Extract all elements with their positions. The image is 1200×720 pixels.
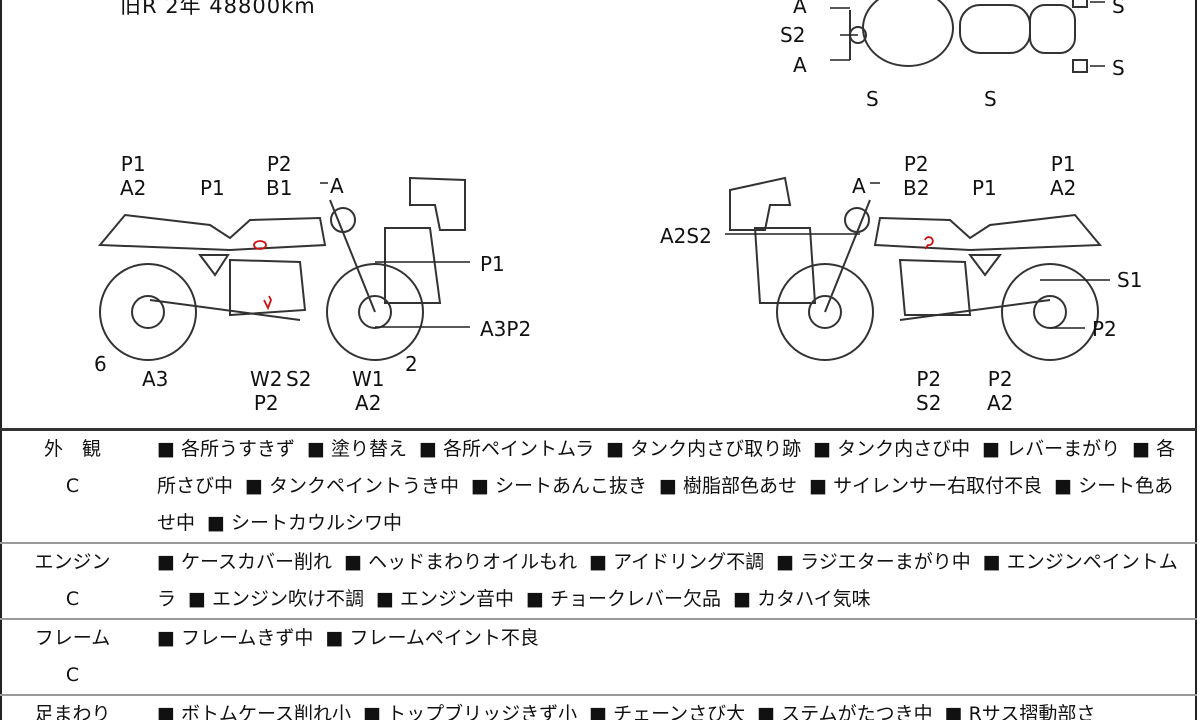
condition-item: ■ 各所さび中 <box>157 438 1176 497</box>
label: P2 B1 <box>266 152 293 200</box>
condition-item: ■ エンジンペイントムラ <box>157 551 1178 610</box>
condition-item: ■ シートカウルシワ中 <box>207 512 403 534</box>
condition-item: ■ フレームきず中 <box>157 627 314 649</box>
label: A <box>793 0 807 18</box>
label: A <box>330 174 344 198</box>
condition-item: ■ ボトムケース削れ小 <box>157 703 352 720</box>
condition-item: ■ 各所うすきず <box>157 438 296 460</box>
condition-item: ■ 各所ペイントムラ <box>419 438 595 460</box>
damage-marks <box>253 236 934 311</box>
item-list: ■ ケースカバー削れ ■ ヘッドまわりオイルもれ ■ アイドリング不調 ■ ラジエター… <box>145 544 1197 618</box>
condition-item: ■ ステムがたつき中 <box>757 703 933 720</box>
condition-item: ■ アイドリング不調 <box>589 551 765 573</box>
label: S1 <box>1117 268 1143 292</box>
label: P1 A2 <box>1050 152 1077 200</box>
label: P2 A2 <box>987 367 1014 415</box>
label: 6 <box>94 352 107 376</box>
label: P1 <box>200 176 225 200</box>
label: A <box>793 53 807 77</box>
condition-item: ■ エンジン音中 <box>376 588 515 610</box>
label: A2S2 <box>660 224 712 248</box>
label: P2 <box>1092 317 1117 341</box>
label: P2 B2 <box>903 152 930 200</box>
condition-item: ■ シートあんこ抜き <box>471 475 648 497</box>
left-side-diagram <box>97 176 466 361</box>
condition-item: ■ タンク内さび中 <box>813 438 971 460</box>
motorcycle-diagrams <box>97 0 1110 361</box>
item-list: ■ ボトムケース削れ小 ■ トップブリッジきず小 ■ チェーンさび大 ■ ステムがたつ… <box>145 696 1197 720</box>
label: S <box>1112 56 1125 80</box>
summary-text: 旧R 2年 48800km <box>120 0 316 18</box>
label: A3 <box>142 367 169 391</box>
condition-item: ■ レバーまがり <box>982 438 1121 460</box>
top-view-diagram <box>849 0 1088 73</box>
condition-item: ■ ヘッドまわりオイルもれ <box>344 551 578 573</box>
category-label: 足まわり <box>34 703 111 720</box>
condition-item: ■ ケースカバー削れ <box>157 551 333 573</box>
condition-item: ■ カタハイ気味 <box>733 588 871 610</box>
label: P1 <box>480 252 505 276</box>
condition-item: ■ タンクペイントうき中 <box>245 475 460 497</box>
label: S <box>866 87 879 111</box>
right-side-diagram <box>729 176 1103 361</box>
condition-item: ■ チェーンさび大 <box>589 703 746 720</box>
condition-row: 足まわり ■ ボトムケース削れ小 ■ トップブリッジきず小 ■ チェーンさび大 ■ ステ… <box>0 696 1197 720</box>
condition-item: ■ シート色あせ中 <box>157 475 1174 534</box>
leader-lines <box>320 1 1110 329</box>
item-list: ■ 各所うすきず ■ 塗り替え ■ 各所ペイントムラ ■ タンク内さび取り跡 ■ タンク… <box>145 431 1197 542</box>
label: A3P2 <box>480 317 532 341</box>
item-list: ■ フレームきず中 ■ フレームペイント不良 <box>145 620 1197 694</box>
label: A <box>852 174 866 198</box>
condition-item: ■ タンク内さび取り跡 <box>606 438 802 460</box>
label: S <box>1112 0 1125 18</box>
condition-row: フレーム C ■ フレームきず中 ■ フレームペイント不良 <box>0 620 1197 696</box>
label: P1 <box>972 176 997 200</box>
condition-item: ■ フレームペイント不良 <box>325 627 539 649</box>
category-label: フレーム <box>34 627 111 649</box>
label: S2 <box>286 367 312 391</box>
condition-item: ■ 塗り替え <box>307 438 408 460</box>
condition-item: ■ トップブリッジきず小 <box>363 703 578 720</box>
label: 2 <box>405 352 418 376</box>
label: W2 P2 <box>250 367 283 415</box>
label: S2 <box>780 23 806 47</box>
condition-item: ■ 樹脂部色あせ <box>659 475 798 497</box>
category-label: エンジン <box>34 551 111 573</box>
condition-item: ■ Rサス摺動部さ <box>944 703 1096 720</box>
condition-item: ■ エンジン吹け不調 <box>188 588 365 610</box>
grade: C <box>65 664 80 686</box>
condition-item: ■ チョークレバー欠品 <box>526 588 722 610</box>
label: P2 S2 <box>916 367 942 415</box>
condition-item: ■ サイレンサー右取付不良 <box>809 475 1043 497</box>
category-label: 外 観 <box>43 438 101 460</box>
label: S <box>984 87 997 111</box>
label: W1 A2 <box>352 367 385 415</box>
label: P1 A2 <box>120 152 147 200</box>
condition-item: ■ ラジエターまがり中 <box>776 551 971 573</box>
grade: C <box>65 475 80 497</box>
grade: C <box>65 588 80 610</box>
